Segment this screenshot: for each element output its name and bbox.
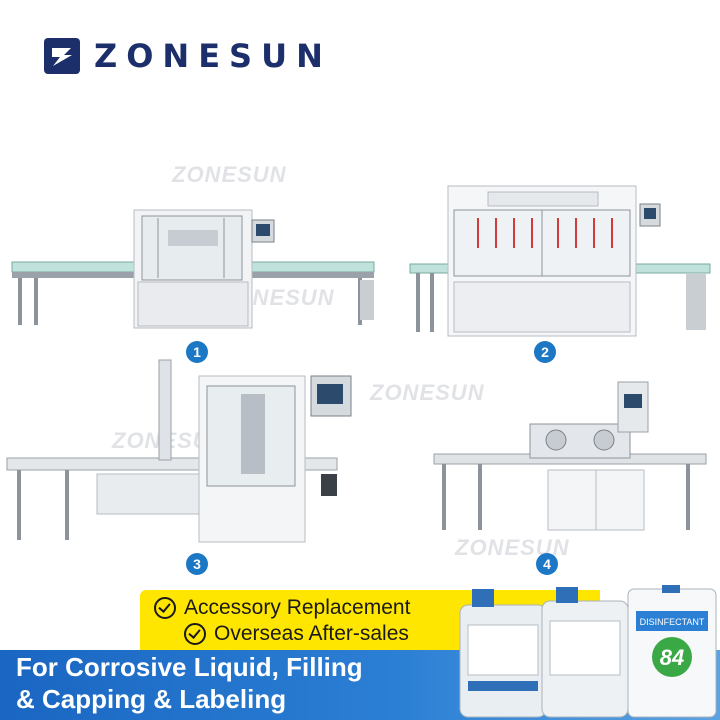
product-bottles-illustration: DISINFECTANT 84 [459, 585, 717, 718]
service-label: Accessory Replacement [184, 596, 411, 619]
labeling-machine-4-illustration [433, 381, 707, 531]
machine-number-badge: 1 [186, 341, 208, 363]
service-item: Accessory Replacement [154, 596, 410, 620]
watermark: ZONESUN [370, 380, 485, 405]
brand-name: ZONESUN [94, 37, 332, 75]
check-icon [154, 597, 176, 619]
bottle-label-text: DISINFECTANT [640, 617, 705, 627]
capping-machine-3-illustration [6, 359, 352, 543]
machine-number-badge: 2 [534, 341, 556, 363]
service-label: Overseas After-sales [214, 622, 409, 645]
filling-machine-2-illustration [409, 185, 711, 337]
watermark: ZONESUN [172, 162, 287, 187]
check-icon [184, 623, 206, 645]
machine-number-badge: 3 [186, 553, 208, 575]
zonesun-logo-icon [44, 38, 80, 74]
service-item: Overseas After-sales [184, 622, 409, 646]
brand-logo: ZONESUN [44, 36, 332, 76]
capping-machine-1-illustration [11, 209, 375, 329]
title-line: & Capping & Labeling [16, 684, 287, 714]
title-line: For Corrosive Liquid, Filling [16, 652, 363, 682]
bottle-label-number: 84 [660, 645, 684, 670]
machine-number-badge: 4 [536, 553, 558, 575]
